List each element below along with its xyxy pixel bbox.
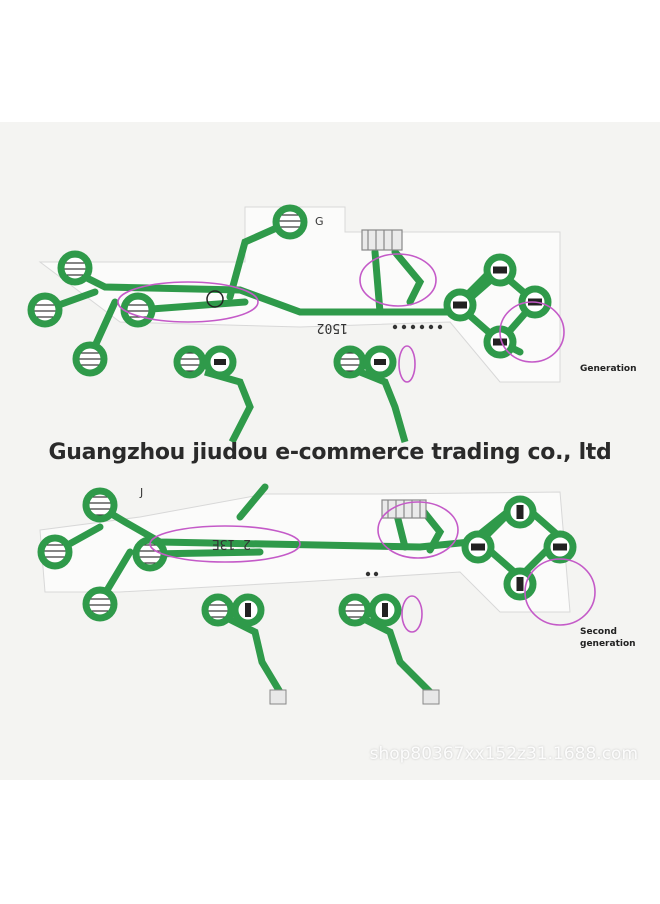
first-gen-membrane: G 1502	[27, 204, 565, 444]
shop-watermark: shop80367xx152z31.1688.com	[369, 744, 638, 764]
board-mark-code-2: 2 13E	[212, 536, 251, 551]
first-generation-label: Generation	[580, 364, 637, 374]
second-gen-membrane: J 2 13E	[37, 483, 596, 705]
membrane-illustration: G 1502	[27, 204, 596, 705]
second-generation-label: Second generation	[580, 626, 636, 650]
product-photo: G 1502	[0, 122, 660, 780]
second-generation-label-line2: generation	[580, 639, 636, 649]
second-generation-label-line1: Second	[580, 627, 617, 637]
board-mark-g: G	[315, 215, 324, 228]
board-mark-j: J	[139, 486, 143, 499]
company-title: Guangzhou jiudou e-commerce trading co.,…	[48, 440, 612, 465]
board-mark-code: 1502	[317, 320, 348, 335]
